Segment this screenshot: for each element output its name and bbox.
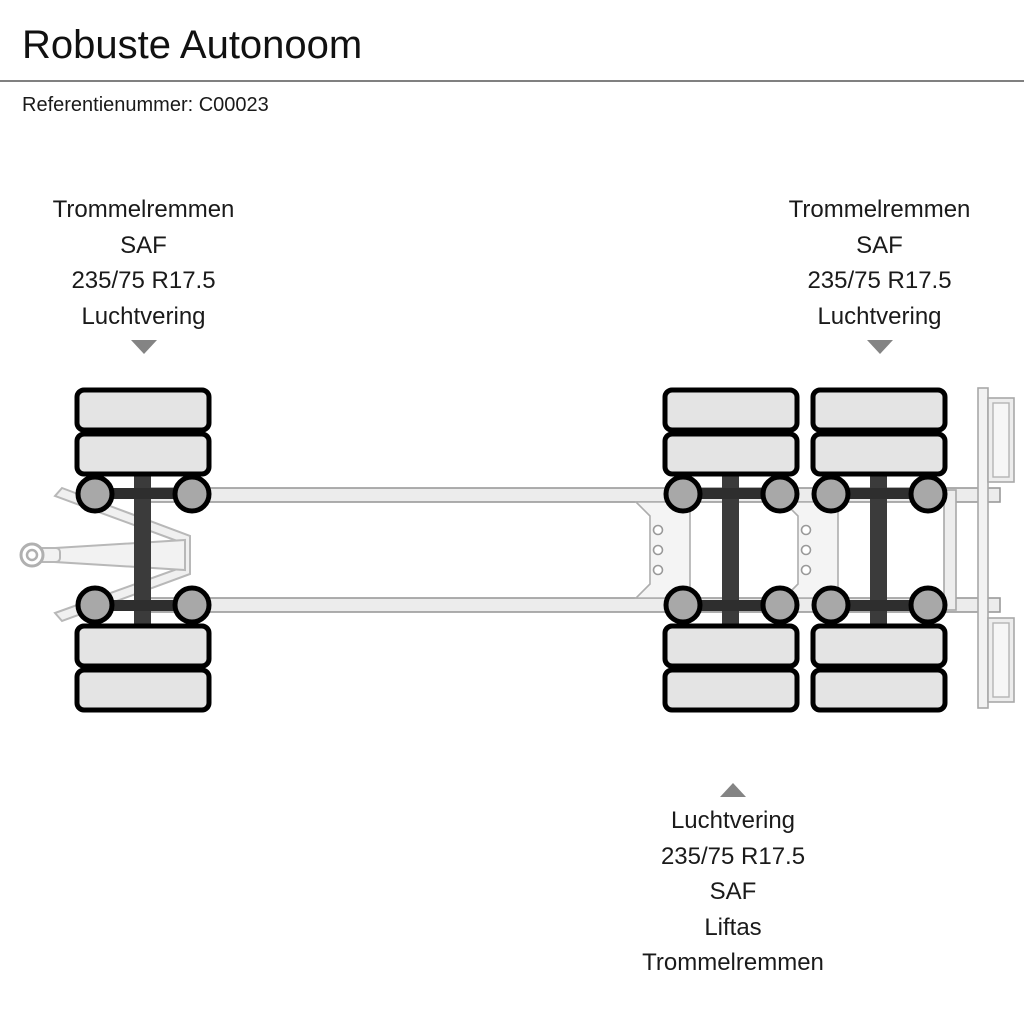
callout-rear-axle-top-line-1: Trommelremmen [788,196,971,223]
triangle-down-icon [130,340,157,354]
hub [760,474,800,514]
axle-stub [683,488,780,499]
callout-rear-axle-bottom-line-2: 235/75 R17.5 [660,842,806,870]
trailer-diagram [0,370,1024,730]
trailer-schematic-svg [19,387,1015,713]
mounting-hole [652,544,664,556]
tyre [810,623,948,669]
axle-stub [95,600,192,611]
page-header: Robuste Autonoom [0,0,1024,82]
mounting-hole [800,564,812,576]
hub [908,474,948,514]
axle-stub [95,488,192,499]
mounting-plate-group-1 [634,501,691,599]
callout-rear-axle-bottom-line-1: Luchtvering [670,807,796,834]
hub [908,585,948,625]
mounting-hole [800,544,812,556]
hub [172,585,212,625]
mounting-hole [652,564,664,576]
triangle-up-icon [720,783,746,797]
callout-front-axle-line-4: Luchtvering [81,302,206,330]
callout-rear-axle-top-line-2: SAF [856,231,903,259]
callout-front-axle-line-1: Trommelremmen [52,196,235,223]
triangle-down-icon [866,340,893,354]
tyre [810,387,948,433]
callout-rear-axle-bottom-line-4: Liftas [704,913,762,941]
axle-beam [722,474,739,626]
tyre [74,431,212,477]
axle-beam [134,474,151,626]
callout-rear-axle-top-line-4: Luchtvering [817,302,942,330]
callout-front-axle: Trommelremmen SAF 235/75 R17.5 Luchtveri… [22,192,265,354]
callout-rear-axle-bottom: Luchtvering 235/75 R17.5 SAF Liftas Trom… [578,783,888,981]
callout-rear-axle-bottom-line-5: Trommelremmen [642,949,824,976]
tyre [810,667,948,713]
callout-front-axle-line-2: SAF [120,231,167,259]
axle-group-rear [810,387,948,713]
hub [811,474,851,514]
callout-rear-axle-top-line-3: 235/75 R17.5 [807,267,952,294]
callout-rear-axle-top: Trommelremmen SAF 235/75 R17.5 Luchtveri… [758,192,1001,354]
tyre [74,387,212,433]
axle-beam [870,474,887,626]
page-title: Robuste Autonoom [22,23,363,67]
axle-group-front [74,387,212,713]
tyre [662,667,800,713]
hub [75,585,115,625]
callout-front-axle-line-3: 235/75 R17.5 [71,267,216,294]
hub [172,474,212,514]
mounting-plate-group-2 [782,501,839,599]
hub [760,585,800,625]
axle-stub [831,488,928,499]
callout-rear-axle-bottom-line-3: SAF [709,878,757,905]
reference-number: Referentienummer: C00023 [22,94,269,116]
mounting-hole [800,524,812,536]
tyre [810,431,948,477]
tyre [662,431,800,477]
rear-crossmember [943,387,1015,709]
tyre [662,387,800,433]
hub [663,585,703,625]
drawbar-a-frame [19,486,191,623]
tyre [74,623,212,669]
mounting-hole [652,524,664,536]
tyre [74,667,212,713]
hub [663,474,703,514]
hub [811,585,851,625]
axle-group-middle [662,387,800,713]
hub [75,474,115,514]
tyre [662,623,800,669]
axle-stub [831,600,928,611]
axle-stub [683,600,780,611]
